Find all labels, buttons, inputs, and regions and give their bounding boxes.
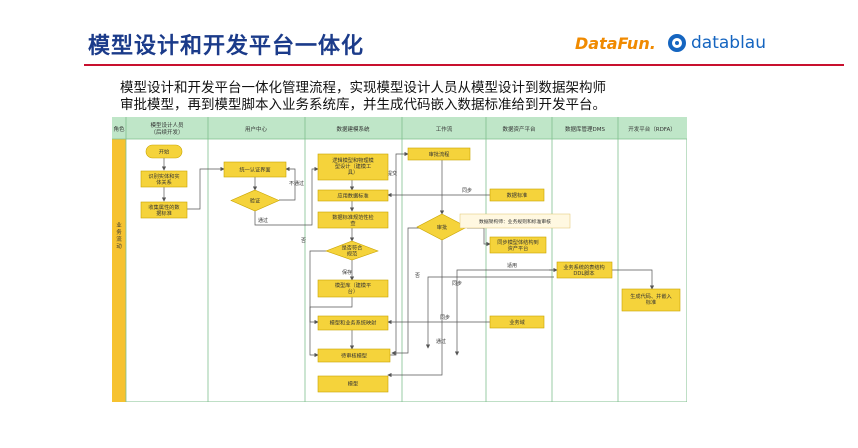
node-data-std: 数据标准 [489, 188, 545, 202]
node-pending: 待审核模型 [317, 348, 391, 363]
svg-text:数据架构师：业务规则和标准审核: 数据架构师：业务规则和标准审核 [479, 218, 551, 225]
lane-header-6: 开发平台（RDFA） [628, 125, 675, 133]
edge-label-sync3: 同步 [440, 315, 450, 321]
node-save: 模型库（建模平台） [317, 279, 389, 298]
edge-label-no2: 否 [415, 273, 420, 279]
edge-label-not-pass: 不通过 [289, 180, 304, 187]
svg-text:开始: 开始 [159, 148, 170, 156]
node-verify: 验证 [230, 189, 280, 212]
description-line-1: 模型设计和开发平台一体化管理流程，实现模型设计人员从模型设计到数据架构师 [120, 80, 606, 96]
svg-text:识别实体和实体关系: 识别实体和实体关系 [148, 172, 179, 186]
svg-text:待审核模型: 待审核模型 [341, 352, 367, 360]
lane-header-0: 模型设计人员（后续开发） [150, 121, 184, 136]
svg-text:模型库（建模平台）: 模型库（建模平台） [335, 281, 371, 295]
svg-text:收集属性的数据标准: 收集属性的数据标准 [148, 203, 180, 217]
svg-text:统一认证界面: 统一认证界面 [239, 166, 270, 174]
node-collect: 收集属性的数据标准 [140, 201, 188, 219]
node-apply-std: 应用数据标准 [317, 189, 389, 202]
svg-text:审批流程: 审批流程 [429, 150, 450, 158]
edge-label-no: 否 [301, 238, 306, 244]
edge-label-submit: 提交 [387, 170, 397, 177]
page-title: 模型设计和开发平台一体化 [88, 34, 365, 59]
datablau-ring-icon [668, 34, 686, 52]
lane-header-3: 工作流 [436, 125, 453, 133]
title-underline [84, 64, 844, 66]
edge-label-sync1: 同步 [462, 188, 472, 194]
lane-header-1: 用户中心 [245, 125, 268, 133]
svg-text:业务域: 业务域 [509, 318, 525, 326]
node-sync-asset: 同步模型体结构到资产平台 [489, 236, 547, 254]
node-pass: 是否符合规范 [325, 240, 379, 261]
svg-text:模型: 模型 [348, 380, 358, 388]
lane-header-5: 数据库管理DMS [565, 125, 605, 133]
svg-text:是否符合规范: 是否符合规范 [342, 244, 364, 258]
node-note: 数据架构师：业务规则和标准审核 [459, 213, 571, 229]
svg-text:同步模型体结构到资产平台: 同步模型体结构到资产平台 [497, 238, 539, 252]
node-check: 数据标准规范性检查 [317, 211, 389, 229]
node-approval-flow: 审批流程 [407, 147, 471, 161]
node-gen-code: 生成代码、并嵌入标准 [621, 288, 681, 312]
edge-label-pass: 通过 [258, 217, 268, 224]
node-login: 统一认证界面 [223, 161, 287, 178]
connectors [161, 151, 655, 378]
description-line-2: 审批模型，再到模型脚本入业务系统库，并生成代码嵌入数据标准给到开发平台。 [120, 97, 606, 113]
flow-diagram: 角色 模型设计人员（后续开发） 用户中心 数据建模系统 工作流 数据资产平台 数… [112, 117, 687, 402]
node-mapping: 模型和业务系统映射 [317, 315, 389, 331]
svg-text:生成代码、并嵌入标准: 生成代码、并嵌入标准 [630, 292, 672, 306]
lane-header-2: 数据建模系统 [336, 125, 370, 133]
datablau-logo: datablau [668, 33, 766, 53]
node-biz-lib: 业务域 [489, 315, 545, 329]
datablau-logo-text: datablau [691, 33, 766, 53]
svg-text:应用数据标准: 应用数据标准 [337, 192, 368, 200]
svg-text:逻辑模型和物理模型设计（建模工具）: 逻辑模型和物理模型设计（建模工具） [332, 156, 374, 176]
node-approve: 审批 [416, 213, 468, 241]
svg-text:数据标准: 数据标准 [507, 191, 528, 199]
svg-text:模型和业务系统映射: 模型和业务系统映射 [330, 319, 377, 327]
edge-label-sync2: 同步 [452, 281, 462, 287]
svg-text:验证: 验证 [250, 197, 260, 205]
lane-dividers [112, 117, 687, 402]
description: 模型设计和开发平台一体化管理流程，实现模型设计人员从模型设计到数据架构师 审批模… [120, 80, 740, 114]
edge-label-save: 保存 [342, 269, 352, 276]
svg-text:审批: 审批 [437, 223, 447, 231]
diagram-frame [112, 117, 687, 402]
edge-label-pass2: 通过 [436, 338, 446, 345]
node-design: 逻辑模型和物理模型设计（建模工具） [317, 153, 389, 181]
edge-label-apply: 适用 [507, 262, 517, 269]
lane-header-row [112, 117, 687, 139]
lane-header-4: 数据资产平台 [502, 125, 536, 133]
side-label: 业务流动 [116, 221, 122, 250]
node-model: 模型 [317, 375, 389, 393]
corner-label: 角色 [113, 125, 125, 133]
node-start: 开始 [145, 144, 183, 159]
datafun-logo: DataFun. [575, 34, 656, 53]
side-column [112, 139, 126, 402]
svg-text:数据标准规范性检查: 数据标准规范性检查 [332, 213, 374, 227]
node-identify: 识别实体和实体关系 [140, 170, 188, 188]
